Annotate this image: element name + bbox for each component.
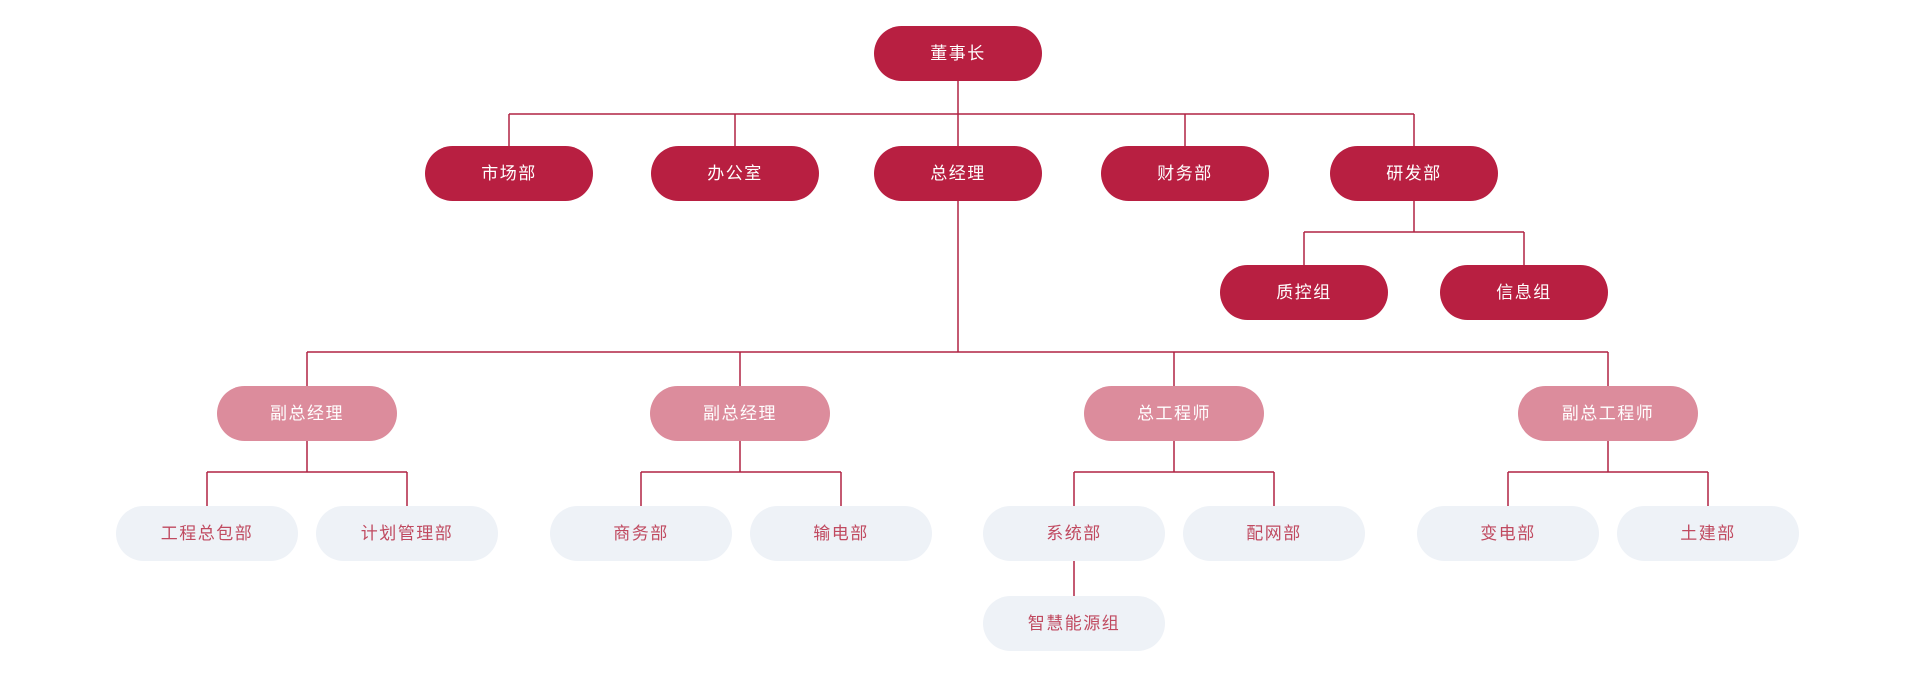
connector-deputy-chief-to-depts — [1507, 441, 1709, 506]
org-node-general-manager[interactable]: 总经理 — [874, 146, 1042, 201]
org-node-smart-energy-group[interactable]: 智慧能源组 — [983, 596, 1165, 651]
org-node-deputy-gm-2[interactable]: 副总经理 — [650, 386, 830, 441]
org-node-system-dept[interactable]: 系统部 — [983, 506, 1165, 561]
org-node-deputy-chief-engineer[interactable]: 副总工程师 — [1518, 386, 1698, 441]
org-node-office[interactable]: 办公室 — [651, 146, 819, 201]
org-node-transmission-dept[interactable]: 输电部 — [750, 506, 932, 561]
org-node-quality-control-group[interactable]: 质控组 — [1220, 265, 1388, 320]
connector-gm-to-level3 — [306, 201, 1609, 386]
connector-chairman-to-level2 — [508, 81, 1415, 146]
org-node-deputy-gm-1[interactable]: 副总经理 — [217, 386, 397, 441]
org-node-information-group[interactable]: 信息组 — [1440, 265, 1608, 320]
org-node-distribution-dept[interactable]: 配网部 — [1183, 506, 1365, 561]
org-node-commerce-dept[interactable]: 商务部 — [550, 506, 732, 561]
org-node-engineering-epc-dept[interactable]: 工程总包部 — [116, 506, 298, 561]
org-node-substation-dept[interactable]: 变电部 — [1417, 506, 1599, 561]
org-node-chief-engineer[interactable]: 总工程师 — [1084, 386, 1264, 441]
org-node-planning-dept[interactable]: 计划管理部 — [316, 506, 498, 561]
org-node-chairman[interactable]: 董事长 — [874, 26, 1042, 81]
org-node-civil-dept[interactable]: 土建部 — [1617, 506, 1799, 561]
org-node-finance-dept[interactable]: 财务部 — [1101, 146, 1269, 201]
connector-chief-engineer-to-depts — [1073, 441, 1275, 506]
connector-deputy-gm2-to-depts — [640, 441, 842, 506]
org-node-rnd-dept[interactable]: 研发部 — [1330, 146, 1498, 201]
org-node-marketing-dept[interactable]: 市场部 — [425, 146, 593, 201]
connector-rnd-to-groups — [1303, 201, 1525, 265]
connector-deputy-gm1-to-depts — [206, 441, 408, 506]
